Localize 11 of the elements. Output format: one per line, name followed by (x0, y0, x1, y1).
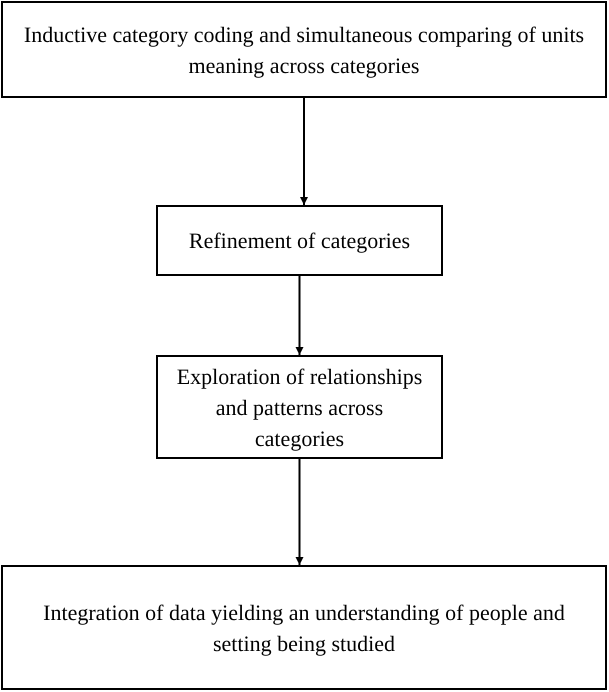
arrow (300, 98, 308, 205)
process-box (1, 1, 607, 98)
process-box (1, 565, 607, 690)
box-text: Exploration of relationships and patterns across categories (176, 362, 424, 453)
box-text: Refinement of categories (188, 227, 410, 255)
process-box (156, 205, 443, 276)
arrow (296, 276, 304, 355)
box-text: Inductive category coding and simultaneous comparing of units meaning across categories (22, 20, 586, 80)
process-box (156, 355, 443, 459)
arrow (296, 459, 304, 565)
box-text: Integration of data yielding an understanding of people and setting being studied (42, 598, 566, 658)
